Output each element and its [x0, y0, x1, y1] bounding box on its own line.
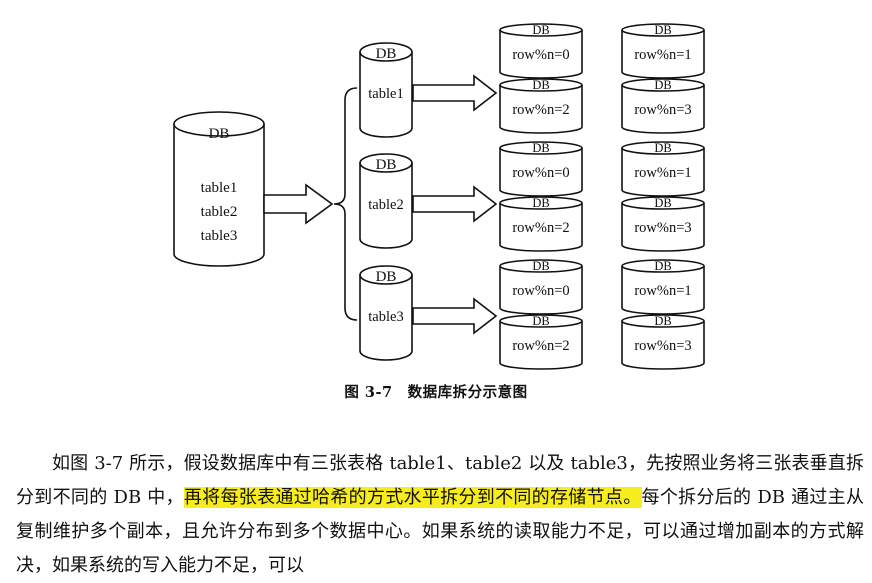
shard-db-label: row%n=0 [512, 283, 569, 299]
source-db-table-label: table2 [201, 204, 238, 220]
shard-db-cylinder: DB row%n=0 [499, 141, 583, 197]
shard-db-title: DB [532, 23, 549, 37]
shard-db-label: row%n=3 [634, 338, 691, 354]
split-arrow [263, 183, 334, 225]
shard-db-title: DB [654, 23, 671, 37]
table-db-title: DB [376, 269, 397, 285]
shard-db-label: row%n=1 [634, 47, 691, 63]
shard-db-title: DB [654, 314, 671, 328]
source-db-cylinder: DB table1 table2 table3 [173, 111, 265, 267]
shard-db-cylinder: DB row%n=0 [499, 259, 583, 315]
shard-arrow [412, 185, 498, 223]
shard-db-cylinder: DB row%n=1 [621, 23, 705, 79]
shard-db-cylinder: DB row%n=3 [621, 78, 705, 134]
highlighted-text: 再将每张表通过哈希的方式水平拆分到不同的存储节点。 [183, 487, 642, 508]
table-db-label: table3 [368, 309, 403, 325]
shard-db-cylinder: DB row%n=0 [499, 23, 583, 79]
shard-db-label: row%n=3 [634, 102, 691, 118]
paragraph-text: 如图 3-7 所示，假设数据库中有三张表格 table1、table2 以及 t… [16, 453, 864, 508]
table-db-title: DB [376, 157, 397, 173]
shard-db-title: DB [654, 196, 671, 210]
shard-db-label: row%n=2 [512, 338, 569, 354]
shard-db-label: row%n=0 [512, 165, 569, 181]
shard-db-title: DB [654, 141, 671, 155]
shard-db-title: DB [532, 196, 549, 210]
shard-db-label: row%n=2 [512, 220, 569, 236]
shard-db-cylinder: DB row%n=1 [621, 141, 705, 197]
shard-db-title: DB [532, 78, 549, 92]
shard-arrow [412, 74, 498, 112]
source-db-table-label: table3 [201, 228, 238, 244]
shard-db-label: row%n=1 [634, 283, 691, 299]
shard-db-title: DB [654, 259, 671, 273]
database-split-diagram: DBtable1table2table3DBtable1DBtable2DBta… [173, 23, 705, 370]
table-db-label: table2 [368, 197, 403, 213]
shard-db-title: DB [532, 259, 549, 273]
shard-db-cylinder: DB row%n=1 [621, 259, 705, 315]
shard-db-label: row%n=0 [512, 47, 569, 63]
shard-db-title: DB [532, 314, 549, 328]
table-db-title: DB [376, 46, 397, 62]
figure-caption: 图 3-7 数据库拆分示意图 [344, 384, 528, 401]
shard-arrow [412, 297, 498, 335]
table-db-cylinder: DB table2 [359, 153, 413, 249]
shard-db-title: DB [654, 78, 671, 92]
table-db-cylinder: DB table1 [359, 42, 413, 138]
shard-db-label: row%n=2 [512, 102, 569, 118]
shard-db-cylinder: DB row%n=3 [621, 196, 705, 252]
shard-db-cylinder: DB row%n=2 [499, 78, 583, 134]
table-db-label: table1 [368, 86, 403, 102]
shard-db-label: row%n=1 [634, 165, 691, 181]
table-db-cylinder: DB table3 [359, 265, 413, 361]
shard-db-cylinder: DB row%n=2 [499, 314, 583, 370]
shard-db-cylinder: DB row%n=3 [621, 314, 705, 370]
shard-db-label: row%n=3 [634, 220, 691, 236]
branch-brace [333, 87, 358, 321]
source-db-title: DB [209, 126, 230, 142]
body-paragraph: 如图 3-7 所示，假设数据库中有三张表格 table1、table2 以及 t… [16, 447, 864, 583]
shard-db-cylinder: DB row%n=2 [499, 196, 583, 252]
shard-db-title: DB [532, 141, 549, 155]
source-db-table-label: table1 [201, 180, 238, 196]
